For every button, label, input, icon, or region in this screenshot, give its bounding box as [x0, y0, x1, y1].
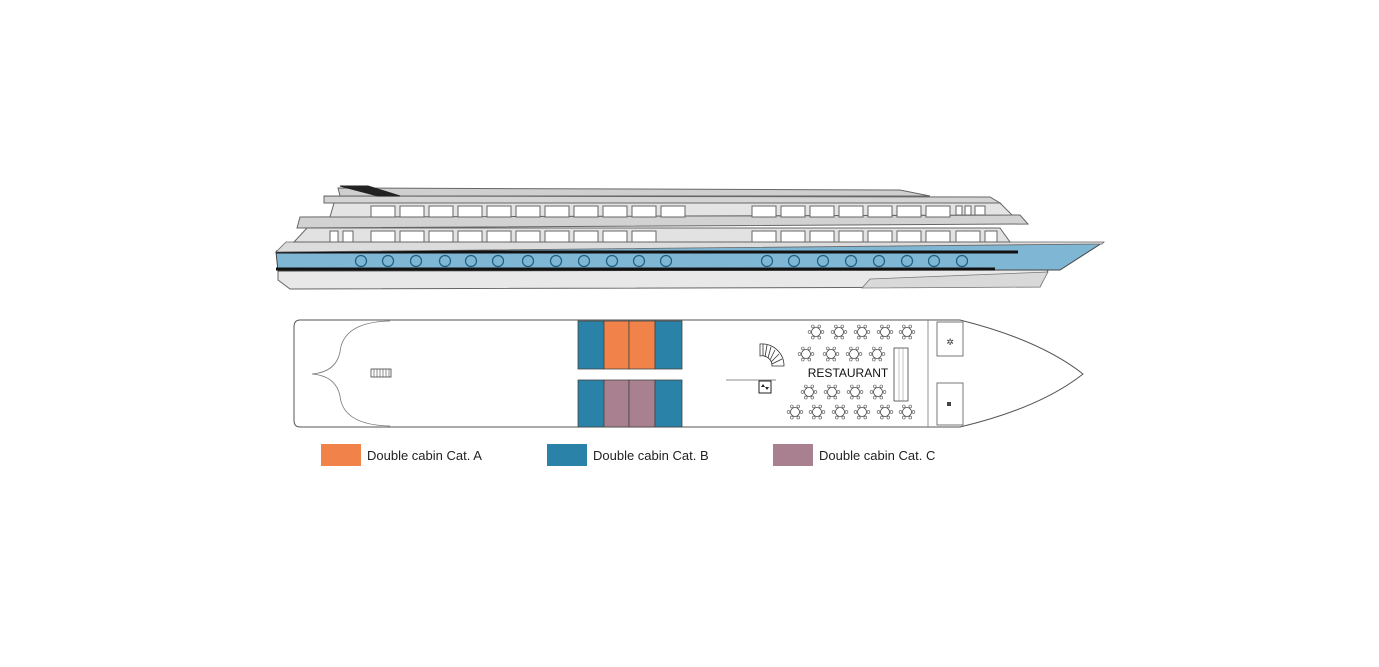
restaurant-table: [800, 384, 818, 400]
legend-item-cat-a: Double cabin Cat. A: [321, 444, 482, 466]
restaurant-table: [786, 404, 804, 420]
restaurant-table: [868, 346, 886, 362]
sun-deck-canopy: [337, 187, 931, 197]
legend-label-cat-c: Double cabin Cat. C: [819, 447, 936, 463]
legend-swatch-cat-c: [773, 444, 813, 466]
legend-swatch-cat-a: [321, 444, 361, 466]
cabin-cat-b[interactable]: [654, 379, 683, 428]
buffet-counter-lines: [898, 348, 904, 401]
wheelhouse-roof: [339, 185, 401, 197]
asterisk-icon: ✲: [946, 337, 954, 347]
restaurant-table: [831, 404, 849, 420]
restaurant-table: [823, 384, 841, 400]
stern-inner-line: [311, 320, 391, 427]
cabin-block-top: [577, 320, 683, 370]
restaurant-table: [876, 404, 894, 420]
restaurant-label: RESTAURANT: [808, 366, 889, 380]
cabin-cat-c[interactable]: [628, 379, 656, 428]
legend-item-cat-b: Double cabin Cat. B: [547, 444, 709, 466]
restaurant-tables: [786, 324, 916, 420]
sun-deck: [323, 195, 1002, 204]
restaurant-table: [807, 324, 825, 340]
small-fixture-icon: [947, 402, 951, 406]
middle-windows: [329, 230, 998, 243]
cabin-cat-c[interactable]: [603, 379, 630, 428]
deck-plan: RESTAURANT ✲: [293, 319, 1084, 428]
restaurant-table: [853, 404, 871, 420]
stern-stairs-steps: [373, 369, 390, 377]
cabin-cat-b[interactable]: [654, 320, 683, 370]
cabin-cat-a[interactable]: [628, 320, 656, 370]
cabin-cat-b[interactable]: [577, 320, 605, 370]
restaurant-table: [853, 324, 871, 340]
restaurant-table: [822, 346, 840, 362]
deck-outline: [293, 319, 1084, 428]
bow-room-top: [936, 321, 964, 357]
restaurant-table: [797, 346, 815, 362]
legend-label-cat-a: Double cabin Cat. A: [367, 447, 482, 463]
buffet-counter: [893, 347, 909, 402]
restaurant-table: [808, 404, 826, 420]
restaurant-table: [830, 324, 848, 340]
portholes: [354, 254, 969, 268]
restaurant-table: [876, 324, 894, 340]
restaurant-table: [898, 324, 916, 340]
elevator-icon: [758, 380, 772, 394]
staircase-icon: [759, 343, 785, 367]
restaurant-table: [869, 384, 887, 400]
legend: Double cabin Cat. A Double cabin Cat. B …: [0, 444, 1379, 468]
ship-side-view: [275, 185, 1105, 290]
legend-item-cat-c: Double cabin Cat. C: [773, 444, 935, 466]
restaurant-table: [846, 384, 864, 400]
legend-label-cat-b: Double cabin Cat. B: [593, 447, 709, 463]
stern-stairs: [370, 368, 392, 378]
cabin-cat-b[interactable]: [577, 379, 605, 428]
restaurant-table: [845, 346, 863, 362]
upper-windows: [370, 205, 986, 218]
legend-swatch-cat-b: [547, 444, 587, 466]
restaurant-table: [898, 404, 916, 420]
cabin-cat-a[interactable]: [603, 320, 630, 370]
hull-bow-lower: [861, 271, 1049, 289]
cabin-block-bottom: [577, 379, 683, 428]
